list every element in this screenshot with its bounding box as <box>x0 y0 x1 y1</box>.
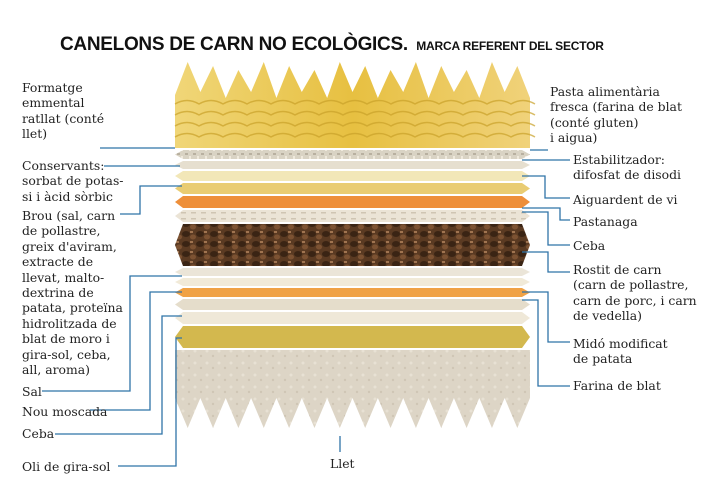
label-pasta: Pasta alimentària fresca (farina de blat… <box>550 84 682 146</box>
label-nou-moscada: Nou moscada <box>22 404 108 419</box>
leader-ceba-right <box>522 211 570 246</box>
leader-mido <box>522 291 570 343</box>
label-conservants: Conservants: sorbat de potas- si i àcid … <box>22 158 124 204</box>
label-farina: Farina de blat <box>573 378 661 393</box>
layer-potato-starch <box>175 278 530 286</box>
layer-pasta-sheet <box>175 62 530 148</box>
layer-carrot <box>175 196 530 208</box>
label-sal: Sal <box>22 384 42 399</box>
leader-brou <box>120 185 182 215</box>
pasta-fold-line <box>174 110 536 116</box>
title: CANELONS DE CARN NO ECOLÒGICS. MARCA REF… <box>60 34 700 56</box>
layer-broth <box>175 183 530 194</box>
layer-onion-2 <box>175 299 530 310</box>
label-mido: Midó modificat de patata <box>573 336 668 367</box>
leader-pastanaga <box>522 207 570 221</box>
page-subtitle: MARCA REFERENT DEL SECTOR <box>416 39 604 53</box>
page-title: CANELONS DE CARN NO ECOLÒGICS. <box>60 34 408 55</box>
layer-stabiliser <box>175 161 530 169</box>
label-brou: Brou (sal, carn de pollastre, greix d'av… <box>22 208 123 378</box>
label-pastanaga: Pastanaga <box>573 214 638 229</box>
pasta-fold-line <box>174 99 536 105</box>
label-formatge: Formatge emmental ratllat (conté llet) <box>22 80 105 142</box>
label-oli: Oli de gira-sol <box>22 459 111 474</box>
layer-roast-meat <box>175 224 530 266</box>
layer-oil <box>175 312 530 324</box>
leader-ceba-left <box>55 315 182 435</box>
label-ceba-right: Ceba <box>573 238 606 253</box>
layer-onion <box>175 210 530 222</box>
leader-oli <box>118 337 182 467</box>
pasta-fold-line <box>174 121 536 127</box>
leader-nou-moscada <box>90 291 182 411</box>
layer-cheese <box>175 150 530 159</box>
layer-wheat-flour <box>175 326 530 348</box>
label-ceba-left: Ceba <box>22 426 55 441</box>
leader-sal <box>42 275 182 392</box>
leader-farina <box>522 299 570 387</box>
layer-nutmeg <box>175 288 530 297</box>
layer-salt <box>175 268 530 276</box>
label-aiguardent: Aiguardent de vi <box>573 192 678 207</box>
pasta-fold-line <box>174 132 536 138</box>
layer-milk <box>175 350 530 428</box>
leader-rostit <box>522 251 570 273</box>
layer-preservatives <box>175 171 530 181</box>
label-llet: Llet <box>330 456 355 471</box>
label-rostit: Rostit de carn (carn de pollastre, carn … <box>573 262 697 324</box>
leader-aiguardent <box>522 175 570 199</box>
label-estabilitzador: Estabilitzador: difosfat de disodi <box>573 152 682 183</box>
